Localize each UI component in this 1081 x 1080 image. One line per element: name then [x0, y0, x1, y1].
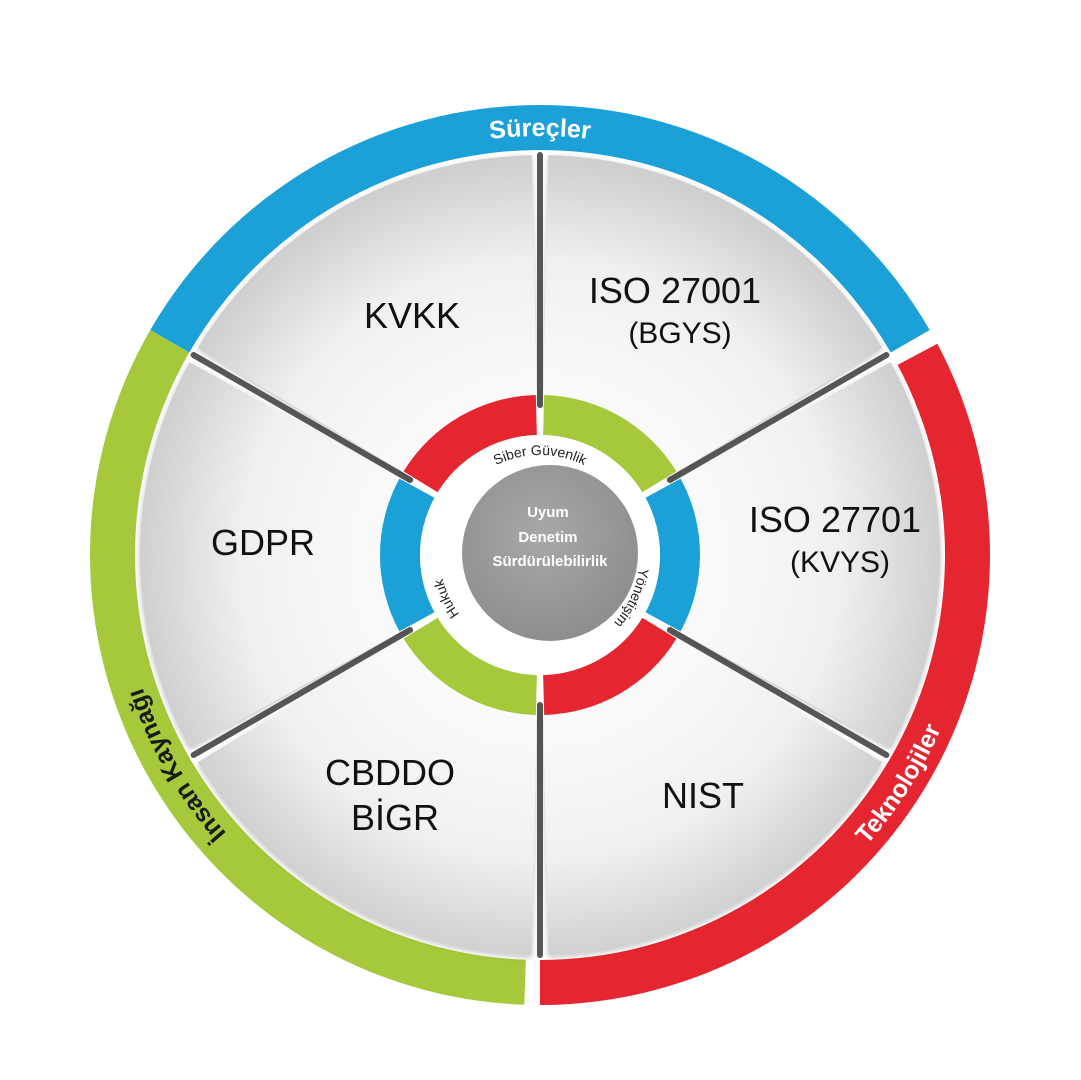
core-labels: Uyum Denetim Sürdürülebilirlik — [492, 504, 608, 570]
segment-label-nist: NIST — [662, 775, 744, 816]
inner-ring-arc — [543, 617, 677, 715]
segment-label-line: (BGYS) — [628, 317, 731, 350]
segment-divider — [190, 352, 414, 483]
segment-dividers — [190, 152, 890, 958]
outer-ring-arc-teknolojiler — [540, 343, 991, 1006]
segment-iso-27001 — [543, 155, 883, 478]
outer-ring-arc-surecler — [150, 105, 930, 353]
inner-ring-arc — [403, 395, 537, 493]
outer-ring-label-surecler: Süreçler — [488, 114, 593, 145]
segment-label-line: NIST — [662, 775, 744, 816]
segment-kvkk — [197, 155, 537, 478]
segment-label-line: ISO 27001 — [589, 270, 761, 311]
segment-nist — [543, 632, 883, 955]
segment-label-line: (KVYS) — [790, 546, 890, 579]
segment-iso-27701 — [671, 362, 940, 748]
outer-ring-arc-insan-kaynagi — [90, 330, 526, 1005]
segment-label-line: GDPR — [211, 522, 315, 563]
core-circle — [462, 465, 638, 641]
segment-label-line: ISO 27701 — [749, 499, 921, 540]
segment-label-line: BİGR — [351, 797, 439, 838]
segment-label-line: CBDDO — [325, 752, 455, 793]
inner-ring-arc — [403, 617, 537, 715]
core-label-line: Uyum — [527, 504, 569, 521]
segment-label-iso-27701: ISO 27701 (KVYS) — [749, 499, 931, 579]
outer-ring — [90, 105, 991, 1006]
segments — [139, 155, 940, 955]
segment-labels: KVKK ISO 27001 (BGYS) ISO 27701 (KVYS) N… — [211, 270, 931, 838]
segment-label-iso-27001: ISO 27001 (BGYS) — [589, 270, 771, 350]
core-label-line: Denetim — [518, 529, 577, 546]
segment-label-line: KVKK — [364, 295, 460, 336]
segment-cbddo-bigr — [197, 632, 537, 955]
segment-label-cbddo-bigr: CBDDO BİGR — [325, 752, 465, 838]
segment-label-kvkk: KVKK — [364, 295, 460, 336]
outer-ring-label-text: Süreçler — [488, 114, 593, 145]
inner-ring — [379, 395, 700, 715]
inner-ring-arc — [645, 478, 700, 632]
inner-ring-arc — [379, 478, 435, 632]
inner-ring-arc — [543, 395, 677, 493]
segment-divider — [666, 627, 890, 758]
segment-divider — [190, 627, 414, 758]
segment-gdpr — [139, 362, 409, 748]
core-label-line: Sürdürülebilirlik — [492, 553, 608, 570]
segment-label-gdpr: GDPR — [211, 522, 315, 563]
segment-divider — [666, 352, 890, 483]
